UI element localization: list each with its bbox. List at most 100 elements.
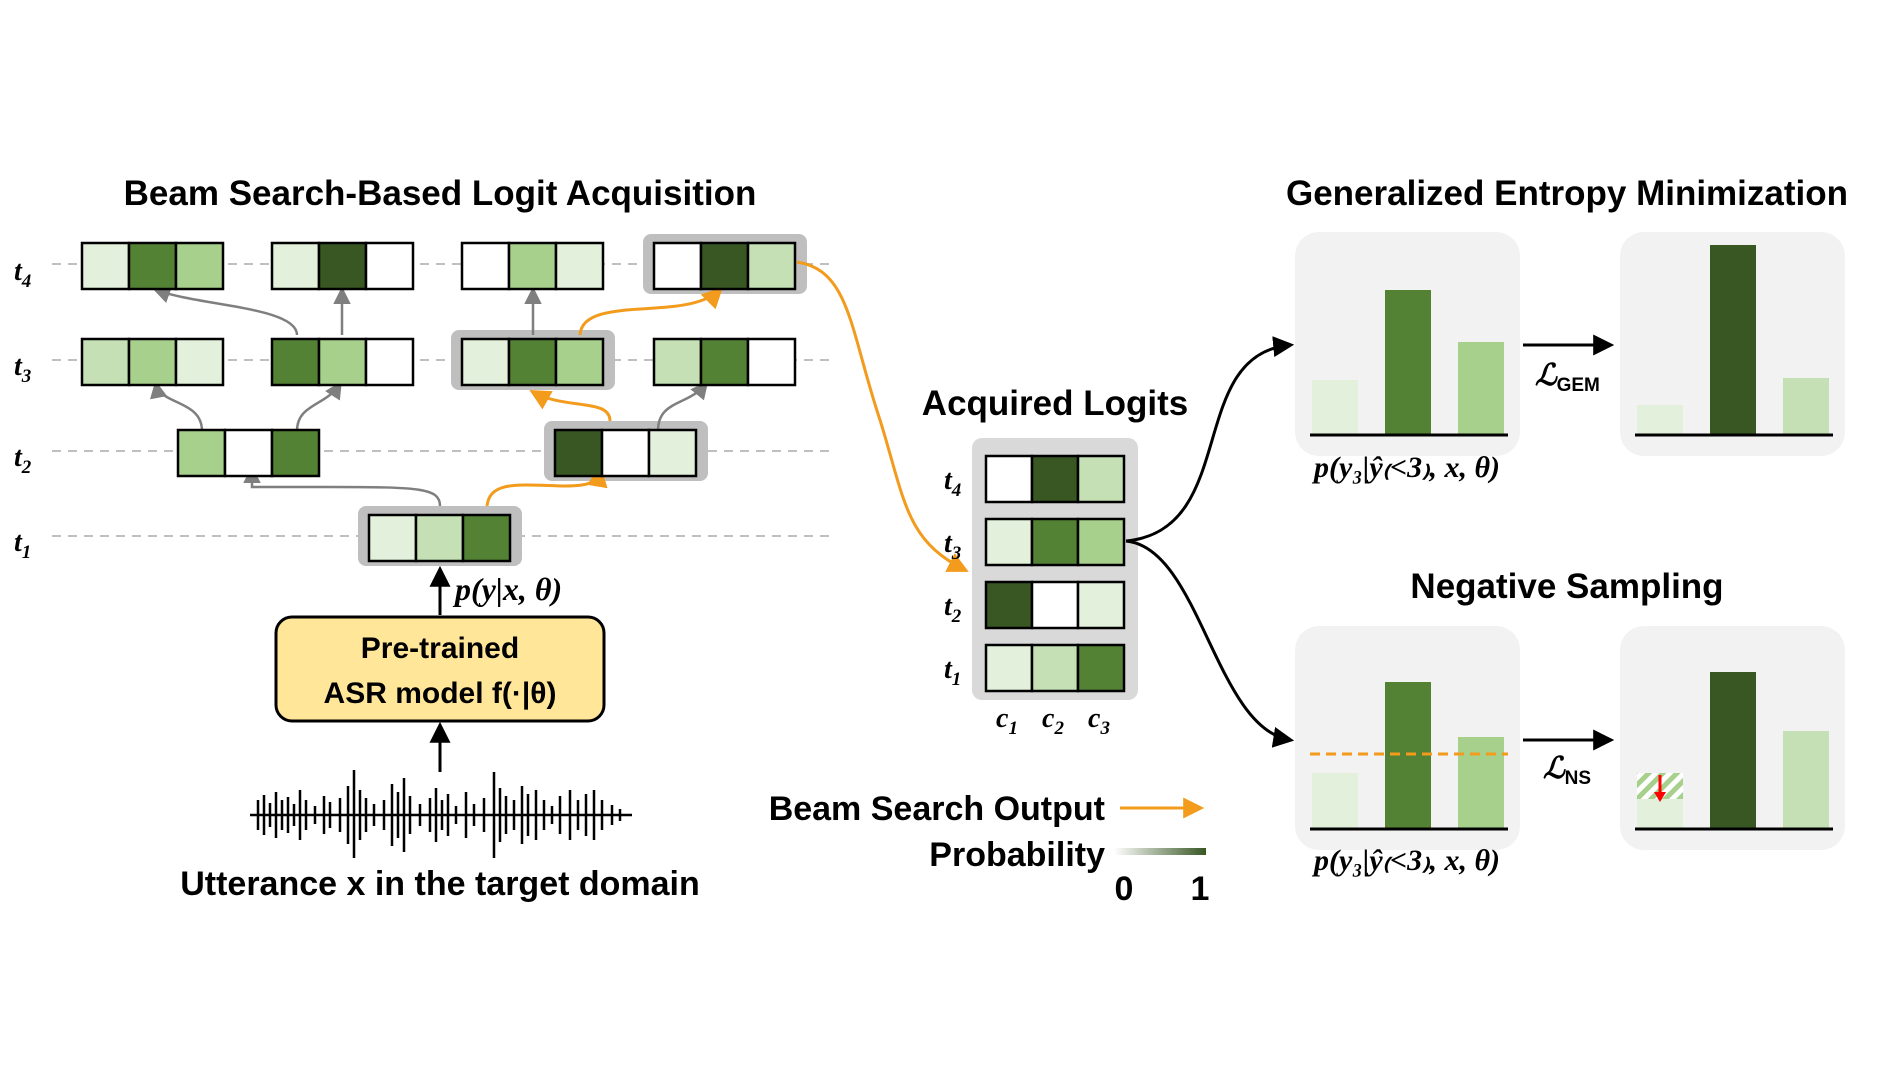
- waveform-icon: [250, 770, 632, 858]
- logit-cell: [80, 241, 131, 291]
- beam-output-path: [485, 260, 969, 572]
- decrease-arrowhead-icon: [1654, 792, 1666, 802]
- ns-loss-label: ℒNS: [1543, 752, 1591, 789]
- asr-model-label-line1: Pre-trained: [361, 632, 519, 665]
- utterance-label: Utterance x in the target domain: [180, 865, 700, 903]
- logit-cell: [554, 241, 605, 291]
- bar: [1312, 380, 1358, 435]
- time-label-t2: t2: [14, 442, 32, 478]
- bar: [1710, 672, 1756, 829]
- asr-model-box: [274, 615, 606, 723]
- legend-prob-min: 0: [1115, 870, 1134, 908]
- logit-cell: [364, 241, 415, 291]
- logit-cell: [367, 513, 418, 563]
- time-label-t1: t1: [14, 527, 31, 563]
- logit-cell: [317, 337, 368, 387]
- logit-cell: [174, 337, 225, 387]
- logit-cell: [746, 337, 797, 387]
- legend-prob-gradient: [1114, 848, 1206, 855]
- logit-cell: [1076, 580, 1126, 630]
- logit-cell: [127, 337, 178, 387]
- logit-cell: [460, 241, 511, 291]
- legend-beam-label: Beam Search Output: [769, 790, 1105, 828]
- logit-row-t1: [367, 513, 512, 563]
- gem-before-bars: [1312, 290, 1504, 435]
- logit-cell: [507, 241, 558, 291]
- column-label-c3: c3: [1088, 703, 1110, 739]
- logit-cell: [1030, 454, 1080, 504]
- logit-cell: [176, 428, 227, 478]
- gem-loss-label: ℒGEM: [1535, 359, 1600, 396]
- row-label-t4: t4: [944, 465, 961, 501]
- logit-cell: [647, 428, 698, 478]
- bar: [1637, 405, 1683, 435]
- time-label-t3: t3: [14, 351, 31, 387]
- row-label-t3: t3: [944, 528, 961, 564]
- logit-row-t2: [176, 428, 698, 478]
- logit-cell: [652, 241, 703, 291]
- time-gridlines: [52, 263, 835, 537]
- legend-prob-max: 1: [1191, 870, 1210, 908]
- logit-cell: [270, 337, 321, 387]
- bar: [1312, 773, 1358, 829]
- beam-tree-arrows: [150, 286, 709, 507]
- branch-arrows: [1125, 336, 1295, 748]
- bar: [1783, 731, 1829, 829]
- gem-after-bars: [1637, 245, 1829, 435]
- logit-cell: [80, 337, 131, 387]
- bar: [1458, 737, 1504, 829]
- column-label-c2: c2: [1042, 703, 1064, 739]
- logit-cell: [984, 517, 1034, 567]
- logit-cell: [984, 580, 1034, 630]
- logit-cell: [746, 241, 797, 291]
- bar: [1710, 245, 1756, 435]
- logit-cell: [1076, 454, 1126, 504]
- logit-cell: [223, 428, 274, 478]
- logit-cell: [414, 513, 465, 563]
- logit-cell: [699, 337, 750, 387]
- logit-cell: [1076, 517, 1126, 567]
- logit-cell: [127, 241, 178, 291]
- bar: [1385, 290, 1431, 435]
- asr-model-label-line2: ASR model f(·|θ): [324, 677, 557, 710]
- gem-title: Generalized Entropy Minimization: [1286, 174, 1848, 213]
- logit-cell: [1030, 580, 1080, 630]
- logit-cell: [1076, 643, 1126, 693]
- logit-cell: [270, 241, 321, 291]
- model-output-label: p(y|x, θ): [452, 571, 562, 607]
- logit-cell: [600, 428, 651, 478]
- bar: [1637, 799, 1683, 829]
- row-label-t2: t2: [944, 591, 962, 627]
- acquired-logits-title: Acquired Logits: [922, 384, 1188, 423]
- logit-cell: [699, 241, 750, 291]
- bar: [1783, 378, 1829, 435]
- logit-cell: [507, 337, 558, 387]
- gem-distribution-label: p(y₃|ŷ₍<3₎, x, θ): [1311, 451, 1500, 484]
- logit-cell: [652, 337, 703, 387]
- acquired-logits-panel: [972, 438, 1138, 700]
- logit-cell: [317, 241, 368, 291]
- ns-distribution-label: p(y₃|ŷ₍<3₎, x, θ): [1311, 844, 1500, 877]
- column-label-c1: c1: [996, 703, 1018, 739]
- logit-cell: [270, 428, 321, 478]
- logit-cell: [460, 337, 511, 387]
- logit-cell: [174, 241, 225, 291]
- logit-cell: [553, 428, 604, 478]
- time-label-t4: t4: [14, 256, 31, 292]
- logit-cell: [364, 337, 415, 387]
- legend-prob-label: Probability: [929, 836, 1105, 874]
- bar: [1458, 342, 1504, 435]
- logit-cell: [554, 337, 605, 387]
- logit-cell: [984, 643, 1034, 693]
- logit-cell: [1030, 517, 1080, 567]
- logit-cell: [984, 454, 1034, 504]
- logit-cell: [1030, 643, 1080, 693]
- logit-row-t3: [80, 337, 797, 387]
- ns-title: Negative Sampling: [1410, 567, 1723, 606]
- acquired-logits-grid: [984, 454, 1126, 693]
- row-label-t1: t1: [944, 654, 961, 690]
- beam-search-title: Beam Search-Based Logit Acquisition: [124, 174, 757, 213]
- logit-cell: [461, 513, 512, 563]
